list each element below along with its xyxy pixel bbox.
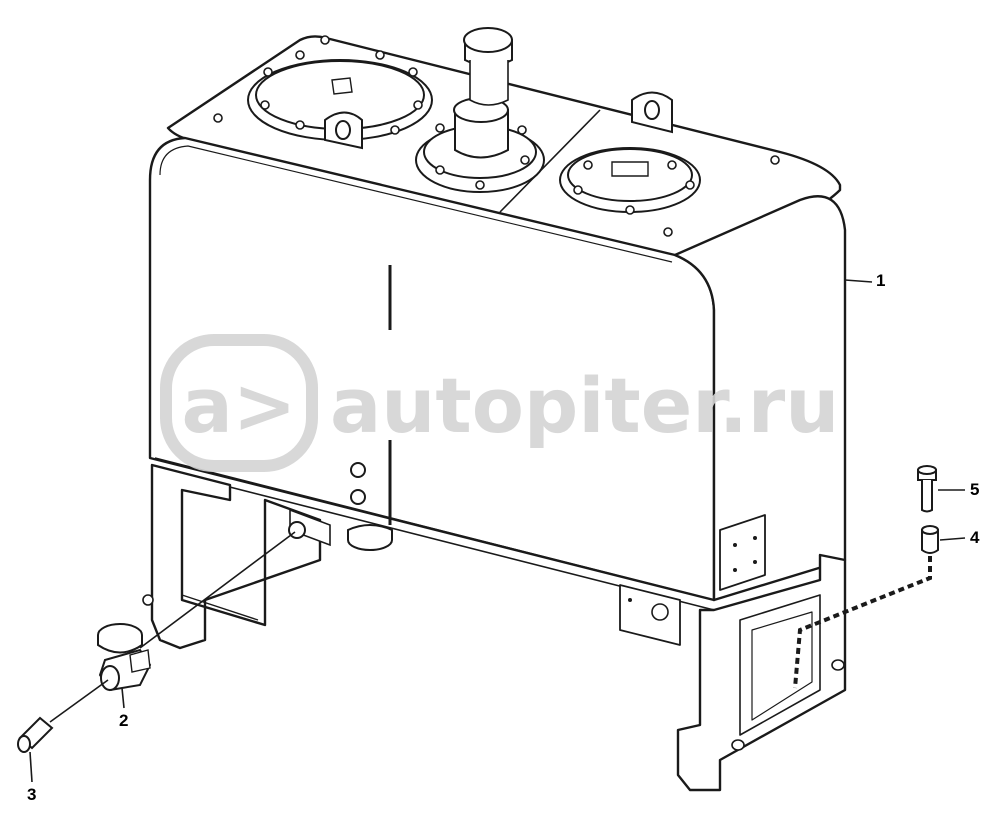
leader-2 (121, 687, 125, 709)
tank-side-face (673, 195, 847, 602)
callout-2: 2 (119, 711, 129, 730)
callout-5: 5 (970, 480, 980, 499)
watermark: a> autopiter.ru (160, 334, 839, 472)
leader-1 (844, 279, 873, 283)
lower-bracket (619, 584, 681, 646)
port-lower (350, 489, 366, 505)
part-3-fitting (17, 716, 54, 753)
watermark-logo-box (160, 334, 318, 472)
callout-3: 3 (27, 785, 37, 804)
watermark-text: autopiter.ru (330, 361, 839, 450)
left-leg (150, 463, 322, 650)
part-5-bolt (917, 465, 937, 513)
explode-lines (29, 279, 966, 783)
cover-bolts (213, 35, 780, 237)
hydraulic-tank (148, 35, 847, 611)
leader-4 (939, 537, 966, 541)
mount-plate (719, 514, 766, 591)
part-2-valve (97, 623, 152, 692)
tank-frame (142, 463, 847, 792)
top-fittings (247, 27, 701, 213)
part-4-sleeve (921, 525, 939, 554)
suction-port (289, 508, 331, 547)
callout-4: 4 (970, 528, 980, 547)
tank-ports (288, 462, 393, 551)
filler-neck (454, 109, 509, 159)
leader-3 (29, 751, 33, 783)
port-upper (350, 462, 366, 478)
callout-1: 1 (876, 271, 886, 290)
watermark-logo-glyph: a> (182, 361, 297, 450)
